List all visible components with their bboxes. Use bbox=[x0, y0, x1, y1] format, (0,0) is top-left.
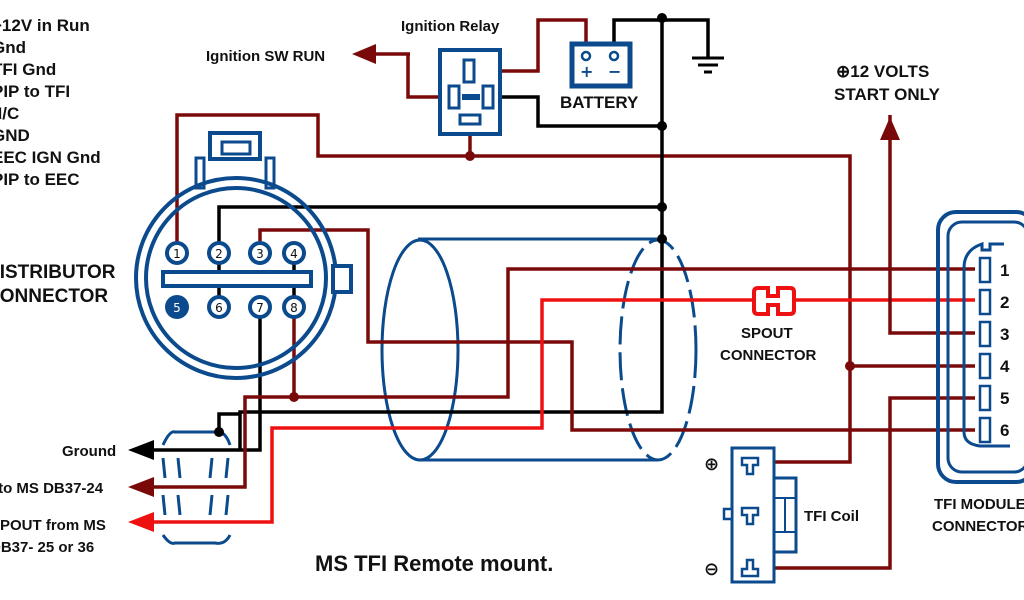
wire-pin3-tfi6 bbox=[258, 228, 975, 432]
tfi-module-label-line1: TFI MODULE bbox=[934, 496, 1024, 513]
spout-connector: SPOUT CONNECTOR bbox=[720, 286, 817, 364]
arrow-left-icon bbox=[128, 512, 154, 532]
outputs: Ground PIP to MS DB37-24 SPOUT from MS D… bbox=[0, 440, 154, 556]
tfi-pin-5: 5 bbox=[1000, 389, 1009, 408]
distributor-label-line2: CONNECTOR bbox=[0, 286, 108, 307]
tfi-pin-2: 2 bbox=[1000, 293, 1009, 312]
wire-pip-db37 bbox=[150, 267, 975, 489]
ignition-sw-label: Ignition SW RUN bbox=[206, 48, 325, 65]
legend-pin-3: TFI Gnd bbox=[0, 60, 56, 79]
arrow-left-icon bbox=[352, 44, 376, 64]
dist-pin-7: 7 bbox=[256, 301, 264, 315]
wire-tfi5-coil-minus bbox=[758, 396, 975, 570]
spout-label-line1: SPOUT bbox=[741, 325, 793, 342]
battery-minus: − bbox=[608, 62, 621, 81]
coil-minus-icon: ⊖ bbox=[704, 559, 719, 580]
legend-pin-8: PIP to EEC bbox=[0, 170, 80, 189]
output-cable-shield bbox=[161, 430, 232, 545]
battery-plus: + bbox=[580, 62, 593, 81]
legend-pin-6: GND bbox=[0, 126, 30, 145]
arrow-left-icon bbox=[128, 477, 154, 497]
wire-relay-battery-plus bbox=[470, 18, 588, 73]
wire-ignition-sw bbox=[406, 54, 448, 99]
wire-pin7-ground bbox=[150, 318, 262, 452]
dist-pin-8: 8 bbox=[290, 301, 298, 315]
junction-dot bbox=[289, 392, 299, 402]
pin-legend: +12V in Run Gnd TFI Gnd PIP to TFI N/C G… bbox=[0, 16, 101, 189]
dist-pin-3: 3 bbox=[256, 247, 264, 261]
dist-pin-2: 2 bbox=[215, 247, 223, 261]
dist-pin-4: 4 bbox=[290, 247, 298, 261]
coil-plus-icon: ⊕ bbox=[704, 454, 719, 475]
legend-pin-1: +12V in Run bbox=[0, 16, 90, 35]
tfi-coil: TFI Coil ⊕ ⊖ bbox=[704, 446, 859, 584]
junction-dot bbox=[845, 361, 855, 371]
junction-dot bbox=[657, 121, 667, 131]
spout-label-line2: CONNECTOR bbox=[720, 347, 817, 364]
distributor-connector bbox=[134, 131, 353, 380]
output-spout-label-line2: DB37- 25 or 36 bbox=[0, 539, 94, 556]
output-db37-24-label: PIP to MS DB37-24 bbox=[0, 480, 104, 497]
battery: + − BATTERY bbox=[560, 41, 639, 112]
tfi-coil-label: TFI Coil bbox=[804, 508, 859, 525]
junction-dot bbox=[657, 202, 667, 212]
page-title: MS TFI Remote mount. bbox=[315, 551, 553, 576]
tfi-pin-1: 1 bbox=[1000, 261, 1009, 280]
legend-pin-5: N/C bbox=[0, 104, 19, 123]
legend-pin-7: EEC IGN Gnd bbox=[0, 148, 101, 167]
ignition-relay-label: Ignition Relay bbox=[401, 18, 500, 35]
junction-dot bbox=[214, 427, 224, 437]
junctions bbox=[214, 13, 855, 437]
tfi-pin-3: 3 bbox=[1000, 325, 1009, 344]
distributor-label-line1: DISTRIBUTOR bbox=[0, 262, 116, 283]
ground-icon bbox=[692, 56, 724, 74]
dist-pin-5: 5 bbox=[173, 301, 181, 315]
legend-pin-2: Gnd bbox=[0, 38, 26, 57]
junction-dot bbox=[465, 151, 475, 161]
tfi-module-label-line2: CONNECTOR bbox=[932, 518, 1024, 535]
wire-spout bbox=[150, 298, 975, 524]
battery-label: BATTERY bbox=[560, 93, 639, 112]
junction-dot bbox=[657, 234, 667, 244]
arrow-up-icon bbox=[880, 117, 900, 140]
tfi-pin-4: 4 bbox=[1000, 357, 1010, 376]
output-spout-label-line1: SPOUT from MS bbox=[0, 517, 106, 534]
wire-relay-87 bbox=[493, 95, 662, 128]
tfi-module-connector: 1 2 3 4 5 6 TFI MODULE CONNECTOR bbox=[932, 210, 1024, 535]
dist-pin-6: 6 bbox=[215, 301, 223, 315]
ignition-relay: Ignition Relay bbox=[401, 18, 502, 136]
distributor-pins: 1 2 3 4 5 6 7 8 bbox=[165, 241, 306, 319]
junction-dot bbox=[657, 13, 667, 23]
start-only-line1: ⊕12 VOLTS bbox=[836, 62, 929, 81]
output-ground-label: Ground bbox=[62, 443, 116, 460]
dist-pin-1: 1 bbox=[173, 247, 181, 261]
wire-pin1-run12v bbox=[175, 113, 852, 464]
tfi-pin-6: 6 bbox=[1000, 421, 1009, 440]
wire-ground-bus bbox=[238, 18, 664, 450]
arrow-left-icon bbox=[128, 440, 154, 460]
wire-pin2-gnd bbox=[217, 205, 662, 250]
wire-ground-shield-drain bbox=[217, 412, 240, 432]
start-only-line2: START ONLY bbox=[834, 85, 940, 104]
legend-pin-4: PIP to TFI bbox=[0, 82, 70, 101]
